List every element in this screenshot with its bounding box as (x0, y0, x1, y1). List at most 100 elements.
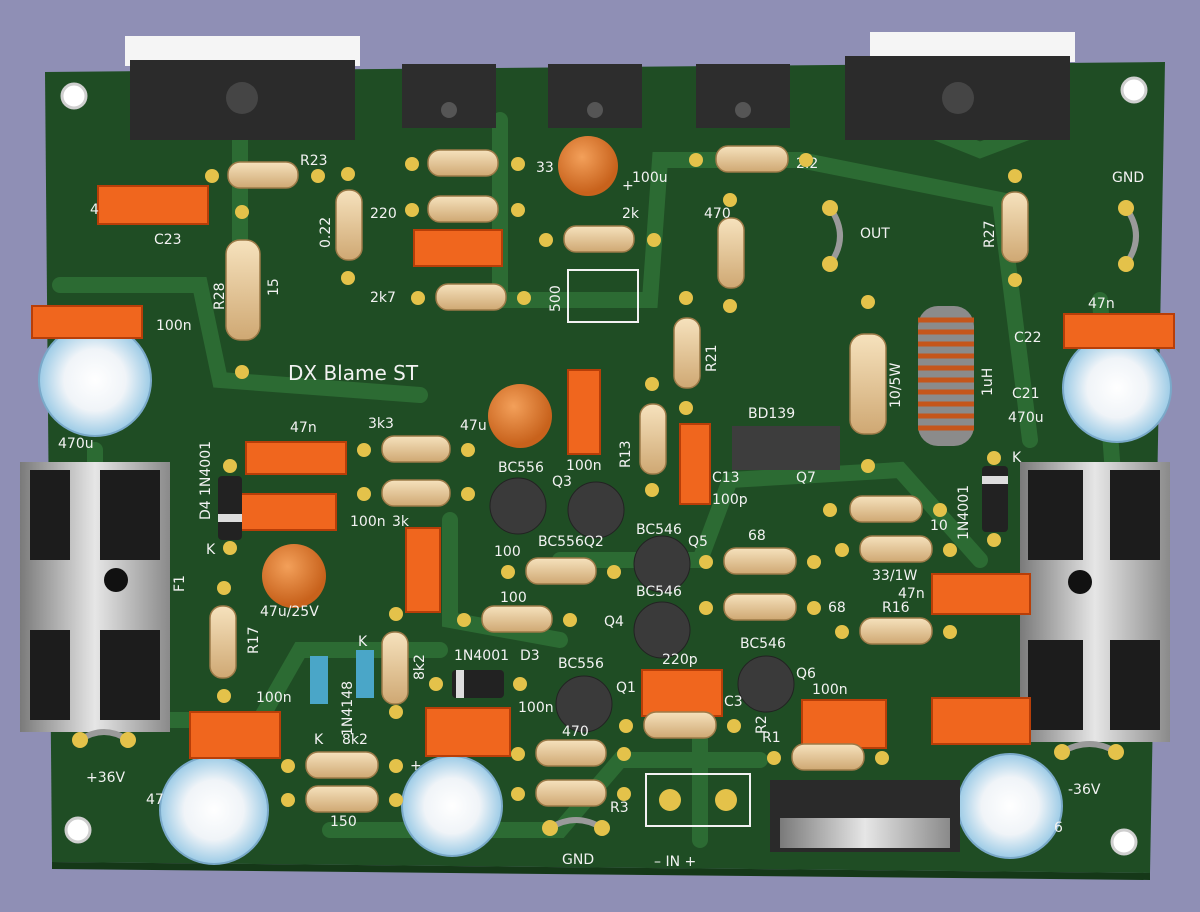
board-title: DX Blame ST (288, 361, 419, 385)
label-100n-c: 100n (566, 458, 602, 474)
label-220p: 220p (662, 652, 698, 668)
resistor-r3 (535, 779, 607, 807)
label-10: 10 (930, 518, 948, 534)
resistor-3k (381, 479, 451, 507)
film-cap-100n-c (567, 369, 601, 455)
label-c22: C22 (1014, 330, 1042, 346)
label-plus-b: + (410, 758, 422, 774)
transistor-q3 (489, 477, 547, 535)
label-plus-a: + (622, 178, 634, 194)
label-r21: R21 (704, 344, 720, 372)
film-cap-100n-d (189, 711, 281, 759)
resistor-r23 (227, 161, 299, 189)
resistor-022 (335, 189, 363, 261)
label-68a: 68 (748, 528, 766, 544)
resistor-2k7 (435, 283, 507, 311)
mounting-hole-tr (1120, 76, 1148, 104)
label-470u-right: 470u (1008, 410, 1044, 426)
label-2k: 2k (622, 206, 640, 222)
label-33-1w: 33/1W (872, 568, 917, 584)
label-c3: C3 (724, 694, 743, 710)
label-r2: R2 (754, 715, 770, 734)
label-10-5w: 10/5W (888, 363, 904, 408)
resistor-r17 (209, 605, 237, 679)
silkscreen-labels: R23 33 100u 2.2 220 2k 470 C23 4 0.22 OU… (58, 153, 1144, 870)
transistor-q4 (633, 601, 691, 659)
resistor-33 (427, 149, 499, 177)
mounting-hole-bl (64, 816, 92, 844)
label-100n-d: 100n (256, 690, 292, 706)
label-220: 220 (370, 206, 397, 222)
transistor-bd139 (732, 426, 840, 470)
label-k-bottom: K (314, 732, 324, 748)
label-r27: R27 (982, 220, 998, 248)
diode-1n4148-a (310, 656, 328, 704)
board-edge (52, 862, 1150, 880)
resistor-100b (481, 605, 553, 633)
label-3k3: 3k3 (368, 416, 394, 432)
label-2k7: 2k7 (370, 290, 396, 306)
label-47n-b: 47n (290, 420, 317, 436)
label-1n4001-right: 1N4001 (956, 485, 972, 540)
transistor-q1 (555, 675, 613, 733)
label-gnd-top: GND (1112, 170, 1144, 186)
film-cap-100n-e (425, 707, 511, 757)
label-500: 500 (548, 285, 564, 312)
label-c23: C23 (154, 232, 182, 248)
label-100p: 100p (712, 492, 748, 508)
ceramic-capacitors (262, 136, 618, 608)
label-bc556-q3: BC556 (498, 460, 544, 476)
label-r13: R13 (618, 440, 634, 468)
label-47x: 47 (146, 792, 164, 808)
resistor-10-5w (849, 333, 887, 435)
trimmer-pot-500 (567, 269, 639, 323)
label-q7: Q7 (796, 470, 816, 486)
resistor-8k2b (305, 751, 379, 779)
label-8k2b: 8k2 (342, 732, 368, 748)
film-cap-right-bottom (931, 697, 1031, 745)
film-cap-47n-b (245, 441, 347, 475)
label-f1: F1 (172, 575, 188, 592)
label-33: 33 (536, 160, 554, 176)
resistor-470-bottom (535, 739, 607, 767)
diode-d3 (452, 670, 504, 698)
film-cap-c23 (97, 185, 209, 225)
label-100n-f: 100n (812, 682, 848, 698)
label-k-mid: K (358, 634, 368, 650)
resistor-r27 (1001, 191, 1029, 263)
rectifier-bottom (770, 780, 960, 852)
transistor-q6 (737, 655, 795, 713)
resistor-470-top (717, 217, 745, 289)
label-k-left: K (206, 542, 216, 558)
input-connector (645, 773, 751, 827)
mounting-hole-tl (60, 82, 88, 110)
label-100n-e: 100n (518, 700, 554, 716)
resistor-68a (723, 547, 797, 575)
solder-pads (72, 153, 1134, 836)
label-100a: 100 (494, 544, 521, 560)
diode-right (982, 466, 1008, 532)
diode-d4 (218, 476, 242, 540)
ceramic-cap-100u (558, 136, 618, 196)
resistor-r13 (639, 403, 667, 475)
power-transistor-top-right (845, 32, 1075, 140)
resistor-68b (723, 593, 797, 621)
label-r1: R1 (762, 730, 781, 746)
heatsink-left (20, 462, 170, 732)
label-bc546-q4: BC546 (636, 584, 682, 600)
resistor-33-1w (859, 535, 933, 563)
label-r28: R28 (212, 282, 228, 310)
label-47n-c: 47n (898, 586, 925, 602)
electrolytic-cap-c-left (38, 323, 152, 437)
diodes (218, 466, 1008, 704)
diode-1n4148-b (356, 650, 374, 698)
label-c21: C21 (1012, 386, 1040, 402)
transistor-q5 (633, 535, 691, 593)
film-cap-100n-b (237, 493, 337, 531)
mounting-hole-br (1110, 828, 1138, 856)
film-cap-vertical (405, 527, 441, 613)
label-47u: 47u (460, 418, 487, 434)
label-r3: R3 (610, 800, 629, 816)
label-8k2: 8k2 (412, 654, 428, 680)
heatsink-right (1020, 462, 1170, 742)
